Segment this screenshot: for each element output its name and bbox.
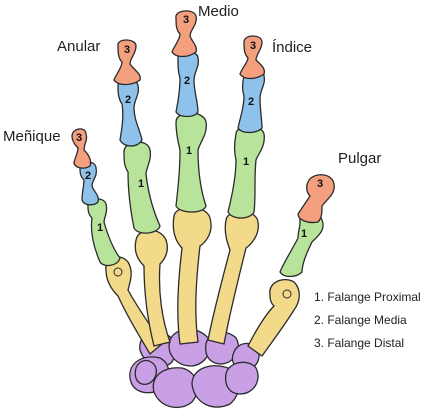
label-menique: Meñique — [3, 128, 61, 145]
number-media-index: 2 — [248, 96, 254, 108]
label-indice: Índice — [272, 39, 312, 56]
tubercle-pinky — [113, 267, 123, 277]
distal-phalanx-index — [239, 35, 266, 80]
middle-phalanx-pinky — [79, 161, 100, 206]
finger-labels: Medio Anular Índice Meñique Pulgar — [3, 3, 381, 167]
proximal-phalanx-ring — [123, 141, 161, 234]
metacarpal-thumb — [247, 279, 300, 357]
carpal-bone-9 — [224, 361, 259, 395]
number-proximal-ring: 1 — [138, 178, 144, 190]
distal-phalanx-middle — [171, 10, 198, 58]
number-proximal-index: 1 — [243, 156, 249, 168]
label-pulgar: Pulgar — [338, 150, 381, 167]
metacarpal-ring — [134, 229, 171, 347]
middle-phalanx-middle — [175, 51, 200, 118]
number-distal-pinky: 3 — [76, 132, 82, 144]
middle-phalanx-ring — [117, 79, 143, 147]
legend-distal: 3. Falange Distal — [314, 336, 405, 350]
distal-phalanx-ring — [113, 39, 141, 86]
metacarpal-bones — [105, 206, 300, 357]
carpal-bones — [129, 328, 260, 409]
legend-proximal: 1. Falange Proximal — [314, 290, 421, 304]
metacarpal-index — [207, 210, 259, 345]
distal-phalanges — [71, 10, 335, 224]
number-media-middle: 2 — [184, 75, 190, 87]
number-media-pinky: 2 — [85, 170, 91, 182]
distal-phalanx-pinky — [71, 128, 92, 169]
bone-numbers: 3 3 3 3 3 2 2 2 2 1 1 1 1 1 — [76, 14, 323, 240]
bone-details — [113, 267, 292, 299]
number-distal-ring: 3 — [124, 44, 130, 56]
number-proximal-thumb: 1 — [301, 228, 307, 240]
number-proximal-middle: 1 — [186, 145, 192, 157]
proximal-phalanx-pinky — [87, 198, 121, 267]
proximal-phalanges — [87, 112, 324, 278]
number-proximal-pinky: 1 — [97, 222, 103, 234]
distal-phalanx-thumb — [297, 174, 335, 224]
metacarpal-middle — [172, 206, 212, 345]
label-medio: Medio — [198, 3, 239, 20]
label-anular: Anular — [57, 38, 100, 55]
proximal-phalanx-index — [227, 125, 265, 219]
carpal-bone-7 — [152, 367, 199, 409]
proximal-phalanx-thumb — [279, 212, 324, 278]
number-distal-middle: 3 — [183, 14, 189, 26]
proximal-phalanx-middle — [175, 112, 207, 213]
carpal-bone-6 — [134, 359, 157, 385]
number-media-ring: 2 — [125, 94, 131, 106]
legend-media: 2. Falange Media — [314, 313, 407, 327]
number-distal-thumb: 3 — [317, 178, 323, 190]
number-distal-index: 3 — [250, 40, 256, 52]
middle-phalanx-index — [237, 69, 266, 134]
middle-phalanges — [79, 51, 266, 206]
tubercle-thumb — [282, 289, 292, 299]
